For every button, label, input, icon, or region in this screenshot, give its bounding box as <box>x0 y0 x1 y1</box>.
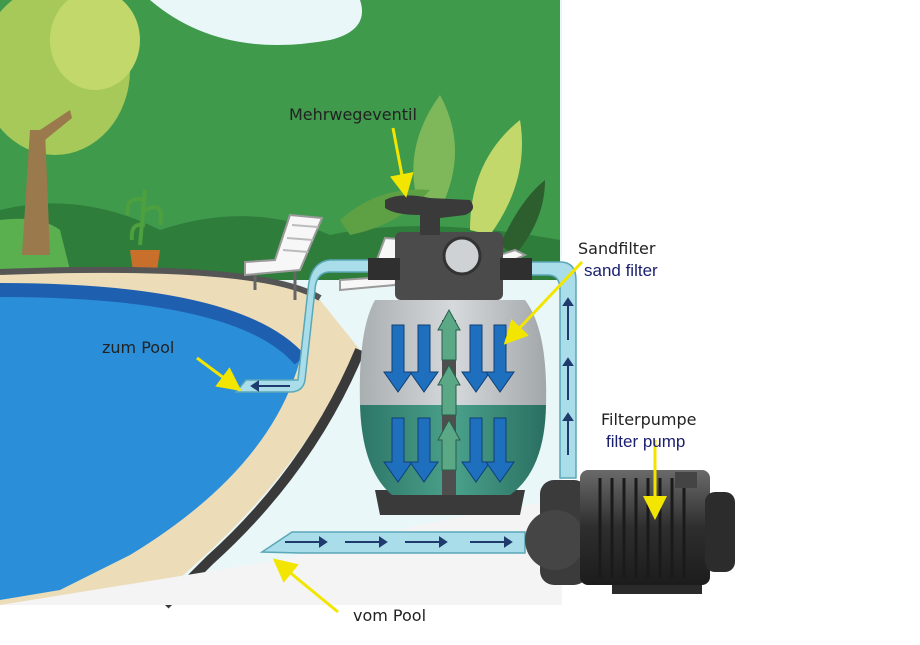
pointer-arrows <box>196 127 667 614</box>
to-pool-label: zum Pool <box>102 338 175 357</box>
tree-icon <box>0 0 140 255</box>
from-pool-label: vom Pool <box>353 606 427 625</box>
pipes <box>234 259 577 554</box>
palm-leaves <box>340 95 545 255</box>
filter-pump-icon <box>525 470 735 594</box>
filter-pump-label-de: Filterpumpe <box>601 410 697 429</box>
sand-filter-label-de: Sandfilter <box>578 239 656 258</box>
sand-filter-label-en: sand filter <box>584 261 658 280</box>
sand-filter-pointer <box>503 260 584 345</box>
to-pool-pointer <box>196 356 242 392</box>
filter-pump-label-en: filter pump <box>606 432 686 451</box>
from-pool-pointer <box>272 558 339 614</box>
sky-gap <box>150 0 362 45</box>
multiport-valve-label: Mehrwegeventil <box>289 105 417 124</box>
valve-pointer <box>389 127 414 198</box>
sand-filter-tank-icon <box>359 195 547 515</box>
multiport-valve-icon <box>368 195 532 300</box>
lounge-chair-icon <box>244 213 324 300</box>
